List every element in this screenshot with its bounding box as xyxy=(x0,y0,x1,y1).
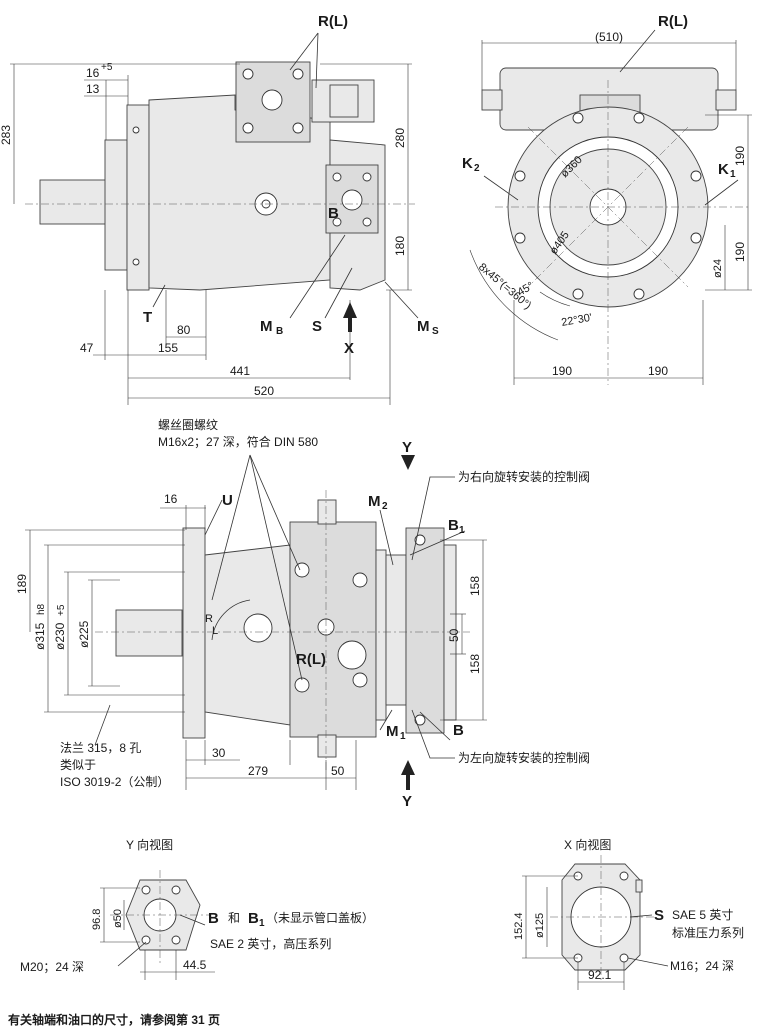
dim-180: 180 xyxy=(393,236,407,256)
valve-left-note: 为左向旋转安装的控制阀 xyxy=(458,750,590,765)
dim-24: ø24 xyxy=(712,259,724,278)
dim-158-upper: 158 xyxy=(468,576,482,596)
ms-port-subscript: S xyxy=(432,326,439,337)
dim-315: ø315 xyxy=(33,622,47,650)
flange-note-line3: ISO 3019-2（公制） xyxy=(60,775,169,789)
side-shaft xyxy=(115,609,183,657)
dim-158-lower: 158 xyxy=(468,654,482,674)
rotation-l-label: L xyxy=(212,625,218,637)
dim-16: 16 xyxy=(86,66,100,80)
x-view-arrow-label: X xyxy=(344,340,354,357)
dim-16-tolerance: +5 xyxy=(101,62,113,73)
dim-190-left: 190 xyxy=(552,364,572,378)
m2-port-label: M xyxy=(368,493,381,510)
control-valve-plate xyxy=(375,549,387,721)
t-port-label: T xyxy=(143,309,152,326)
x-view: X 向视图 152.4 ø125 92.1 S SAE 5 英寸 标准压力系列 … xyxy=(513,837,744,990)
m1-port-subscript: 1 xyxy=(400,731,406,742)
flange-note-line1: 法兰 315，8 孔 xyxy=(60,741,141,755)
k1-port-subscript: 1 xyxy=(730,169,736,180)
thread-note-spec: M16x2；27 深，符合 DIN 580 xyxy=(158,434,318,449)
dim-510: (510) xyxy=(595,30,623,44)
mb-port-subscript: B xyxy=(276,326,283,337)
x-view-title: X 向视图 xyxy=(564,837,611,852)
y-view-thread-note: M20；24 深 xyxy=(20,960,84,974)
b-port-side-label: B xyxy=(453,722,464,739)
r-l-port-label: R(L) xyxy=(318,13,348,30)
mounting-flange xyxy=(104,139,128,271)
dim-189: 189 xyxy=(15,574,29,594)
k1-port-label: K xyxy=(718,161,729,178)
u-port-label: U xyxy=(222,492,233,509)
flange-note-line2: 类似于 xyxy=(60,758,96,772)
dim-280: 280 xyxy=(393,128,407,148)
b1-port-subscript: 1 xyxy=(459,525,465,536)
dim-96-8: 96.8 xyxy=(91,909,103,930)
dim-152-4: 152.4 xyxy=(513,912,525,940)
y-view-b1-subscript: 1 xyxy=(259,918,265,929)
side-dim-16: 16 xyxy=(164,492,178,506)
dim-315-tolerance: h8 xyxy=(36,603,47,615)
dim-190-lower: 190 xyxy=(733,242,747,262)
drive-shaft xyxy=(39,179,107,225)
dim-190-right: 190 xyxy=(648,364,668,378)
side-flange xyxy=(182,527,206,739)
y-view-and-label: 和 xyxy=(228,911,240,925)
thread-note-title: 螺丝圈螺纹 xyxy=(158,418,218,432)
y-view-sae-note: SAE 2 英寸，高压系列 xyxy=(210,936,331,951)
dim-230: ø230 xyxy=(53,622,67,650)
b-port-label: B xyxy=(328,205,339,222)
side-r-l-port-label: R(L) xyxy=(296,651,326,668)
end-r-l-port-label: R(L) xyxy=(658,13,688,30)
dim-22-30: 22°30' xyxy=(560,312,593,329)
dim-47: 47 xyxy=(80,341,94,355)
ms-port-label: M xyxy=(417,318,430,335)
front-view: R(L) B T M B S M S X 16 +5 13 283 280 18… xyxy=(0,13,439,405)
y-view-cover-note: （未显示管口盖板） xyxy=(266,910,374,925)
k2-port-label: K xyxy=(462,155,473,172)
x-view-thread-note: M16；24 深 xyxy=(670,959,734,973)
valve-right-note: 为右向旋转安装的控制阀 xyxy=(458,469,590,484)
dim-50: ø50 xyxy=(112,909,124,928)
dim-13: 13 xyxy=(86,82,100,96)
dim-520: 520 xyxy=(254,384,274,398)
rotation-r-label: R xyxy=(205,613,213,625)
dim-155: 155 xyxy=(158,341,178,355)
end-view: R(L) K 2 K 1 (510) ø360 ø405 190 190 ø24… xyxy=(462,13,752,385)
dim-50-bottom: 50 xyxy=(331,764,345,778)
y-view: Y 向视图 96.8 ø50 44.5 B 和 B 1 （未显示管口盖板） SA… xyxy=(20,837,374,980)
y-view-b1-label: B xyxy=(248,910,259,927)
dim-80: 80 xyxy=(177,323,191,337)
control-valve-body xyxy=(405,527,445,734)
dim-279: 279 xyxy=(248,764,268,778)
dim-92-1: 92.1 xyxy=(588,968,612,982)
dim-125: ø125 xyxy=(534,913,546,938)
dim-44-5: 44.5 xyxy=(183,958,207,972)
y-view-b-label: B xyxy=(208,910,219,927)
x-view-s-label: S xyxy=(654,907,664,924)
x-view-sae-note: SAE 5 英寸 xyxy=(672,908,733,922)
dim-441: 441 xyxy=(230,364,250,378)
m2-port-subscript: 2 xyxy=(382,501,388,512)
y-arrow-bottom-label: Y xyxy=(402,793,412,810)
x-view-series-note: 标准压力系列 xyxy=(672,926,744,940)
mb-port-label: M xyxy=(260,318,273,335)
dim-225: ø225 xyxy=(77,620,91,648)
dim-283: 283 xyxy=(0,125,13,145)
k2-port-subscript: 2 xyxy=(474,163,480,174)
s-port-label: S xyxy=(312,318,322,335)
m1-port-label: M xyxy=(386,723,399,740)
dim-230-tolerance: +5 xyxy=(56,604,67,616)
dim-50-right: 50 xyxy=(447,628,461,642)
dim-190-upper: 190 xyxy=(733,146,747,166)
y-view-title: Y 向视图 xyxy=(126,837,173,852)
side-view: L R xyxy=(15,418,590,810)
y-arrow-top-label: Y xyxy=(402,439,412,456)
b1-port-label: B xyxy=(448,517,459,534)
footer-note: 有关轴端和油口的尺寸，请参阅第 31 页 xyxy=(8,1012,220,1027)
dim-30: 30 xyxy=(212,746,226,760)
